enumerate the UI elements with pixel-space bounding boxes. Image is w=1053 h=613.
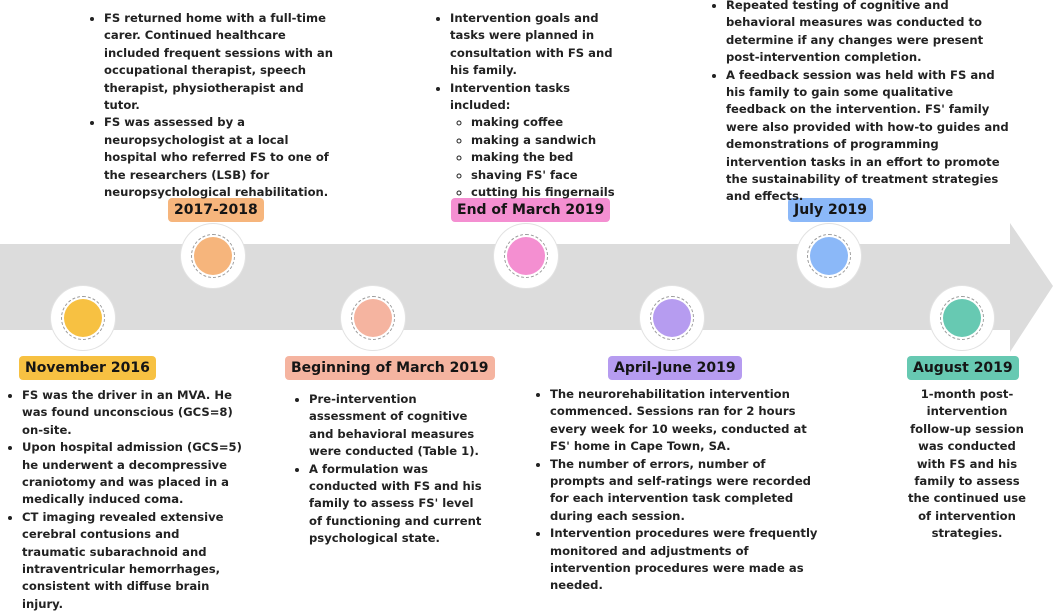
bullet-item: Pre-intervention assessment of cognitive…	[309, 391, 487, 461]
node-ring	[351, 296, 395, 340]
bullet-item: A feedback session was held with FS and …	[726, 67, 1012, 206]
node-ring	[807, 234, 851, 278]
bullet-list: FS returned home with a full-time carer.…	[86, 10, 342, 201]
bullet-item: Intervention procedures were frequently …	[550, 525, 822, 595]
text-aug2019: 1-month post-intervention follow-up sess…	[907, 387, 1027, 541]
label-aprjun2019: April-June 2019	[608, 356, 742, 380]
task-item: making coffee	[471, 114, 628, 131]
node-aug2019	[930, 286, 994, 350]
bullet-item: FS was the driver in an MVA. He was foun…	[22, 387, 246, 439]
node-dot-2017-2018	[194, 237, 232, 275]
node-dot-jul2019	[810, 237, 848, 275]
bullet-item: The number of errors, number of prompts …	[550, 456, 822, 526]
node-aprjun2019	[640, 286, 704, 350]
node-nov2016	[51, 286, 115, 350]
node-dot-nov2016	[64, 299, 102, 337]
node-2017-2018	[181, 224, 245, 288]
bullet-item: FS was assessed by a neuropsychologist a…	[104, 114, 342, 201]
bullet-list: Intervention goals and tasks were planne…	[432, 10, 628, 201]
bullet-item: Intervention goals and tasks were planne…	[450, 10, 628, 80]
task-list: making coffee making a sandwich making t…	[450, 114, 628, 201]
bullet-list: The neurorehabilitation intervention com…	[532, 386, 822, 595]
bullet-item: Upon hospital admission (GCS=5) he under…	[22, 439, 246, 509]
bullet-list: Repeated testing of cognitive and behavi…	[708, 0, 1012, 206]
label-jul2019: July 2019	[788, 198, 873, 222]
text-aprjun2019: The neurorehabilitation intervention com…	[532, 386, 822, 595]
node-ring	[504, 234, 548, 278]
node-begmar2019	[341, 286, 405, 350]
node-endmar2019	[494, 224, 558, 288]
text-begmar2019: Pre-intervention assessment of cognitive…	[291, 391, 487, 548]
text-2017-2018: FS returned home with a full-time carer.…	[86, 10, 342, 201]
bullet-text: Intervention tasks included:	[450, 80, 571, 113]
node-dot-endmar2019	[507, 237, 545, 275]
bullet-list: Pre-intervention assessment of cognitive…	[291, 391, 487, 548]
node-ring	[191, 234, 235, 278]
node-ring	[61, 296, 105, 340]
bullet-item: Repeated testing of cognitive and behavi…	[726, 0, 1012, 67]
bullet-item: CT imaging revealed extensive cerebral c…	[22, 509, 246, 613]
label-endmar2019: End of March 2019	[451, 198, 611, 222]
text-nov2016: FS was the driver in an MVA. He was foun…	[4, 387, 246, 613]
label-nov2016: November 2016	[19, 356, 156, 380]
node-ring	[940, 296, 984, 340]
bullet-item: The neurorehabilitation intervention com…	[550, 386, 822, 456]
node-dot-aprjun2019	[653, 299, 691, 337]
bullet-item: A formulation was conducted with FS and …	[309, 461, 487, 548]
label-aug2019: August 2019	[907, 356, 1019, 380]
bullet-item: Intervention tasks included: making coff…	[450, 80, 628, 202]
node-dot-begmar2019	[354, 299, 392, 337]
label-begmar2019: Beginning of March 2019	[285, 356, 495, 380]
text-endmar2019: Intervention goals and tasks were planne…	[432, 10, 628, 201]
task-item: shaving FS' face	[471, 167, 628, 184]
node-dot-aug2019	[943, 299, 981, 337]
bullet-list: FS was the driver in an MVA. He was foun…	[4, 387, 246, 613]
node-jul2019	[797, 224, 861, 288]
bullet-item: FS returned home with a full-time carer.…	[104, 10, 342, 114]
task-item: making a sandwich	[471, 132, 628, 149]
text-jul2019: Repeated testing of cognitive and behavi…	[708, 0, 1012, 206]
node-ring	[650, 296, 694, 340]
task-item: making the bed	[471, 149, 628, 166]
label-2017-2018: 2017-2018	[168, 198, 264, 222]
task-item: cutting his fingernails	[471, 184, 628, 201]
